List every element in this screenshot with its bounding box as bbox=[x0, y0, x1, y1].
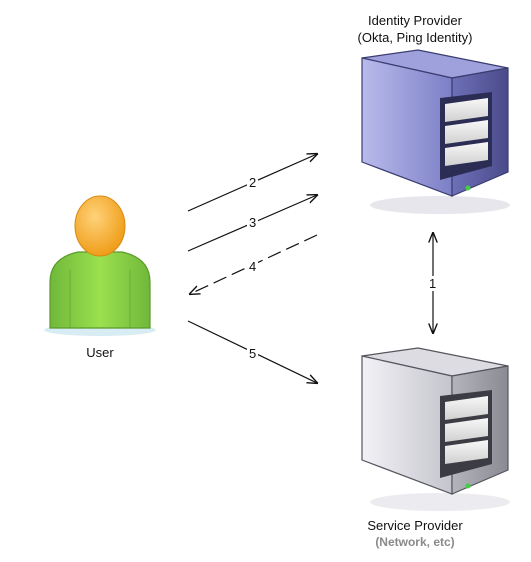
service-provider-title: Service Provider bbox=[367, 518, 463, 533]
service-provider-server-icon bbox=[361, 347, 510, 511]
user-icon bbox=[44, 195, 156, 336]
service-provider-subtitle: (Network, etc) bbox=[375, 535, 455, 549]
service-provider-label: Service Provider (Network, etc) bbox=[330, 517, 500, 551]
step-4-label: 4 bbox=[247, 259, 259, 274]
identity-provider-label: Identity Provider (Okta, Ping Identity) bbox=[330, 12, 500, 46]
identity-provider-title: Identity Provider bbox=[368, 13, 462, 28]
identity-provider-server-icon bbox=[361, 49, 510, 214]
user-label: User bbox=[86, 345, 114, 360]
step-3-label: 3 bbox=[247, 215, 259, 230]
step-5-label: 5 bbox=[247, 346, 259, 361]
step-1-label: 1 bbox=[427, 276, 439, 291]
identity-provider-subtitle: (Okta, Ping Identity) bbox=[357, 30, 473, 45]
step-2-label: 2 bbox=[247, 175, 259, 190]
